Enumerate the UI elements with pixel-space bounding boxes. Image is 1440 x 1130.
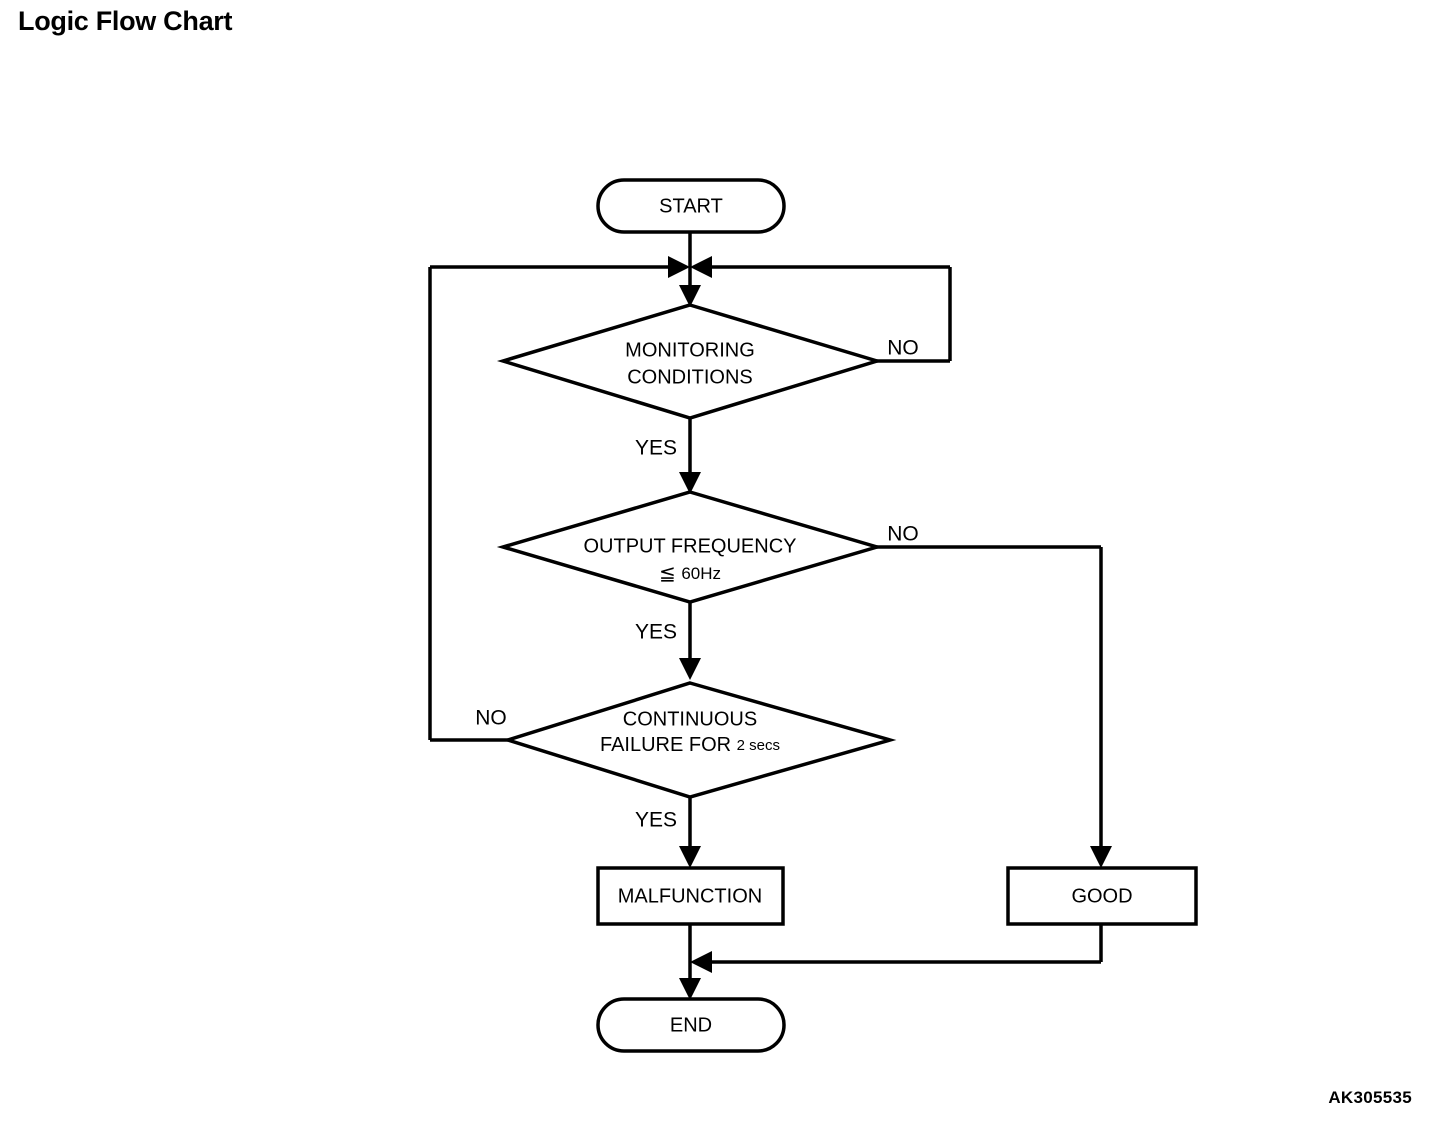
node-monitoring-conditions[interactable]: MONITORING CONDITIONS	[496, 303, 884, 420]
edge-label-failure-no: NO	[475, 707, 507, 730]
node-frequency-label-line1: OUTPUT FREQUENCY	[584, 535, 797, 557]
edge-label-frequency-yes: YES	[635, 621, 677, 644]
node-malfunction-label: MALFUNCTION	[618, 885, 762, 907]
edge-label-frequency-no: NO	[887, 523, 919, 546]
arrowhead-into-malfunction	[679, 846, 701, 868]
edge-label-failure-yes: YES	[635, 809, 677, 832]
arrowhead-into-end	[679, 978, 701, 1000]
arrowhead-into-good	[1090, 846, 1112, 868]
arrowhead-right-loop-into-junction	[690, 256, 712, 278]
arrowhead-into-frequency	[679, 472, 701, 494]
node-monitoring-label-line1: MONITORING	[625, 339, 755, 361]
node-frequency-leq-icon: ≦	[659, 563, 676, 585]
node-frequency-value: 60Hz	[681, 564, 721, 583]
watermark-code: AK305535	[1328, 1088, 1412, 1107]
arrowhead-good-into-end-line	[690, 951, 712, 973]
page-title: Logic Flow Chart	[18, 6, 233, 36]
node-malfunction[interactable]: MALFUNCTION	[596, 866, 785, 926]
edge-label-monitoring-yes: YES	[635, 437, 677, 460]
node-good[interactable]: GOOD	[1006, 866, 1198, 926]
node-start-label: START	[659, 195, 723, 217]
node-monitoring-label-line2: CONDITIONS	[627, 366, 753, 388]
node-output-frequency[interactable]: OUTPUT FREQUENCY ≦ 60Hz	[496, 490, 884, 604]
node-failure-label-main: FAILURE FOR	[600, 734, 731, 756]
node-continuous-failure[interactable]: CONTINUOUS FAILURE FOR 2 secs	[502, 681, 897, 799]
node-good-label: GOOD	[1071, 885, 1132, 907]
node-end-label: END	[670, 1014, 712, 1036]
node-end[interactable]: END	[596, 997, 786, 1053]
edge-label-monitoring-no: NO	[887, 337, 919, 360]
node-failure-duration: 2 secs	[737, 737, 780, 754]
node-failure-label-line2: FAILURE FOR 2 secs	[600, 734, 780, 756]
arrowhead-into-monitoring	[679, 285, 701, 307]
arrowhead-into-failure	[679, 658, 701, 680]
node-frequency-label-line2: ≦ 60Hz	[659, 563, 721, 585]
node-failure-label-line1: CONTINUOUS	[623, 708, 757, 730]
arrowhead-left-loop-into-junction	[668, 256, 690, 278]
node-start[interactable]: START	[596, 178, 786, 234]
